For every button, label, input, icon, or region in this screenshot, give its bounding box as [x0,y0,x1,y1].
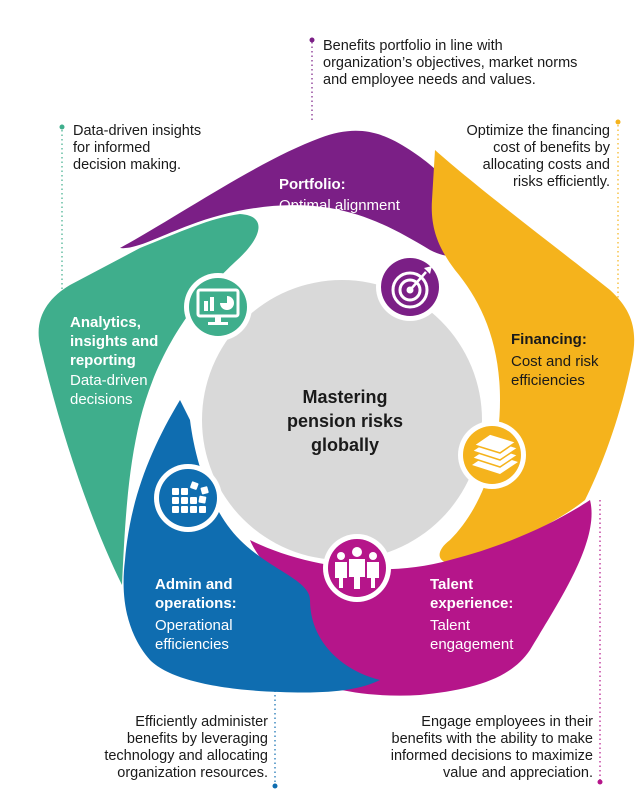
segment-portfolio [120,130,466,256]
note-top: Benefits portfolio in line with organiza… [323,38,578,88]
segment-talent [250,500,592,696]
note-bottom-right: Engage employees in their benefits with … [390,714,593,781]
talent-subtitle: Talent engagement [430,617,514,653]
note-top-left: Data-driven insights for informed decisi… [73,123,202,173]
money-stack-icon [458,421,526,489]
segment-analytics [38,214,259,585]
center-circle [202,280,482,560]
people-icon [323,534,391,602]
monitor-chart-icon [184,273,252,341]
analytics-title: Analytics, insights and reporting [70,314,159,369]
financing-subtitle: Cost and risk efficiencies [511,353,599,389]
target-icon [376,253,444,321]
admin-subtitle: Operational efficiencies [155,617,233,653]
note-bottom-left: Efficiently administer benefits by lever… [104,714,268,781]
segment-financing [431,150,635,564]
admin-title: Admin and operations: [155,576,237,612]
financing-title: Financing: [511,331,587,348]
talent-title: Talent experience: [430,576,514,612]
center-title: Mastering pension risks globally [286,387,404,455]
blocks-icon [154,464,222,532]
portfolio-title: Portfolio: [279,176,346,193]
analytics-subtitle: Data-driven decisions [70,372,148,408]
note-top-right: Optimize the financing cost of benefits … [466,123,610,190]
portfolio-subtitle: Optimal alignment of benefits [279,197,400,233]
